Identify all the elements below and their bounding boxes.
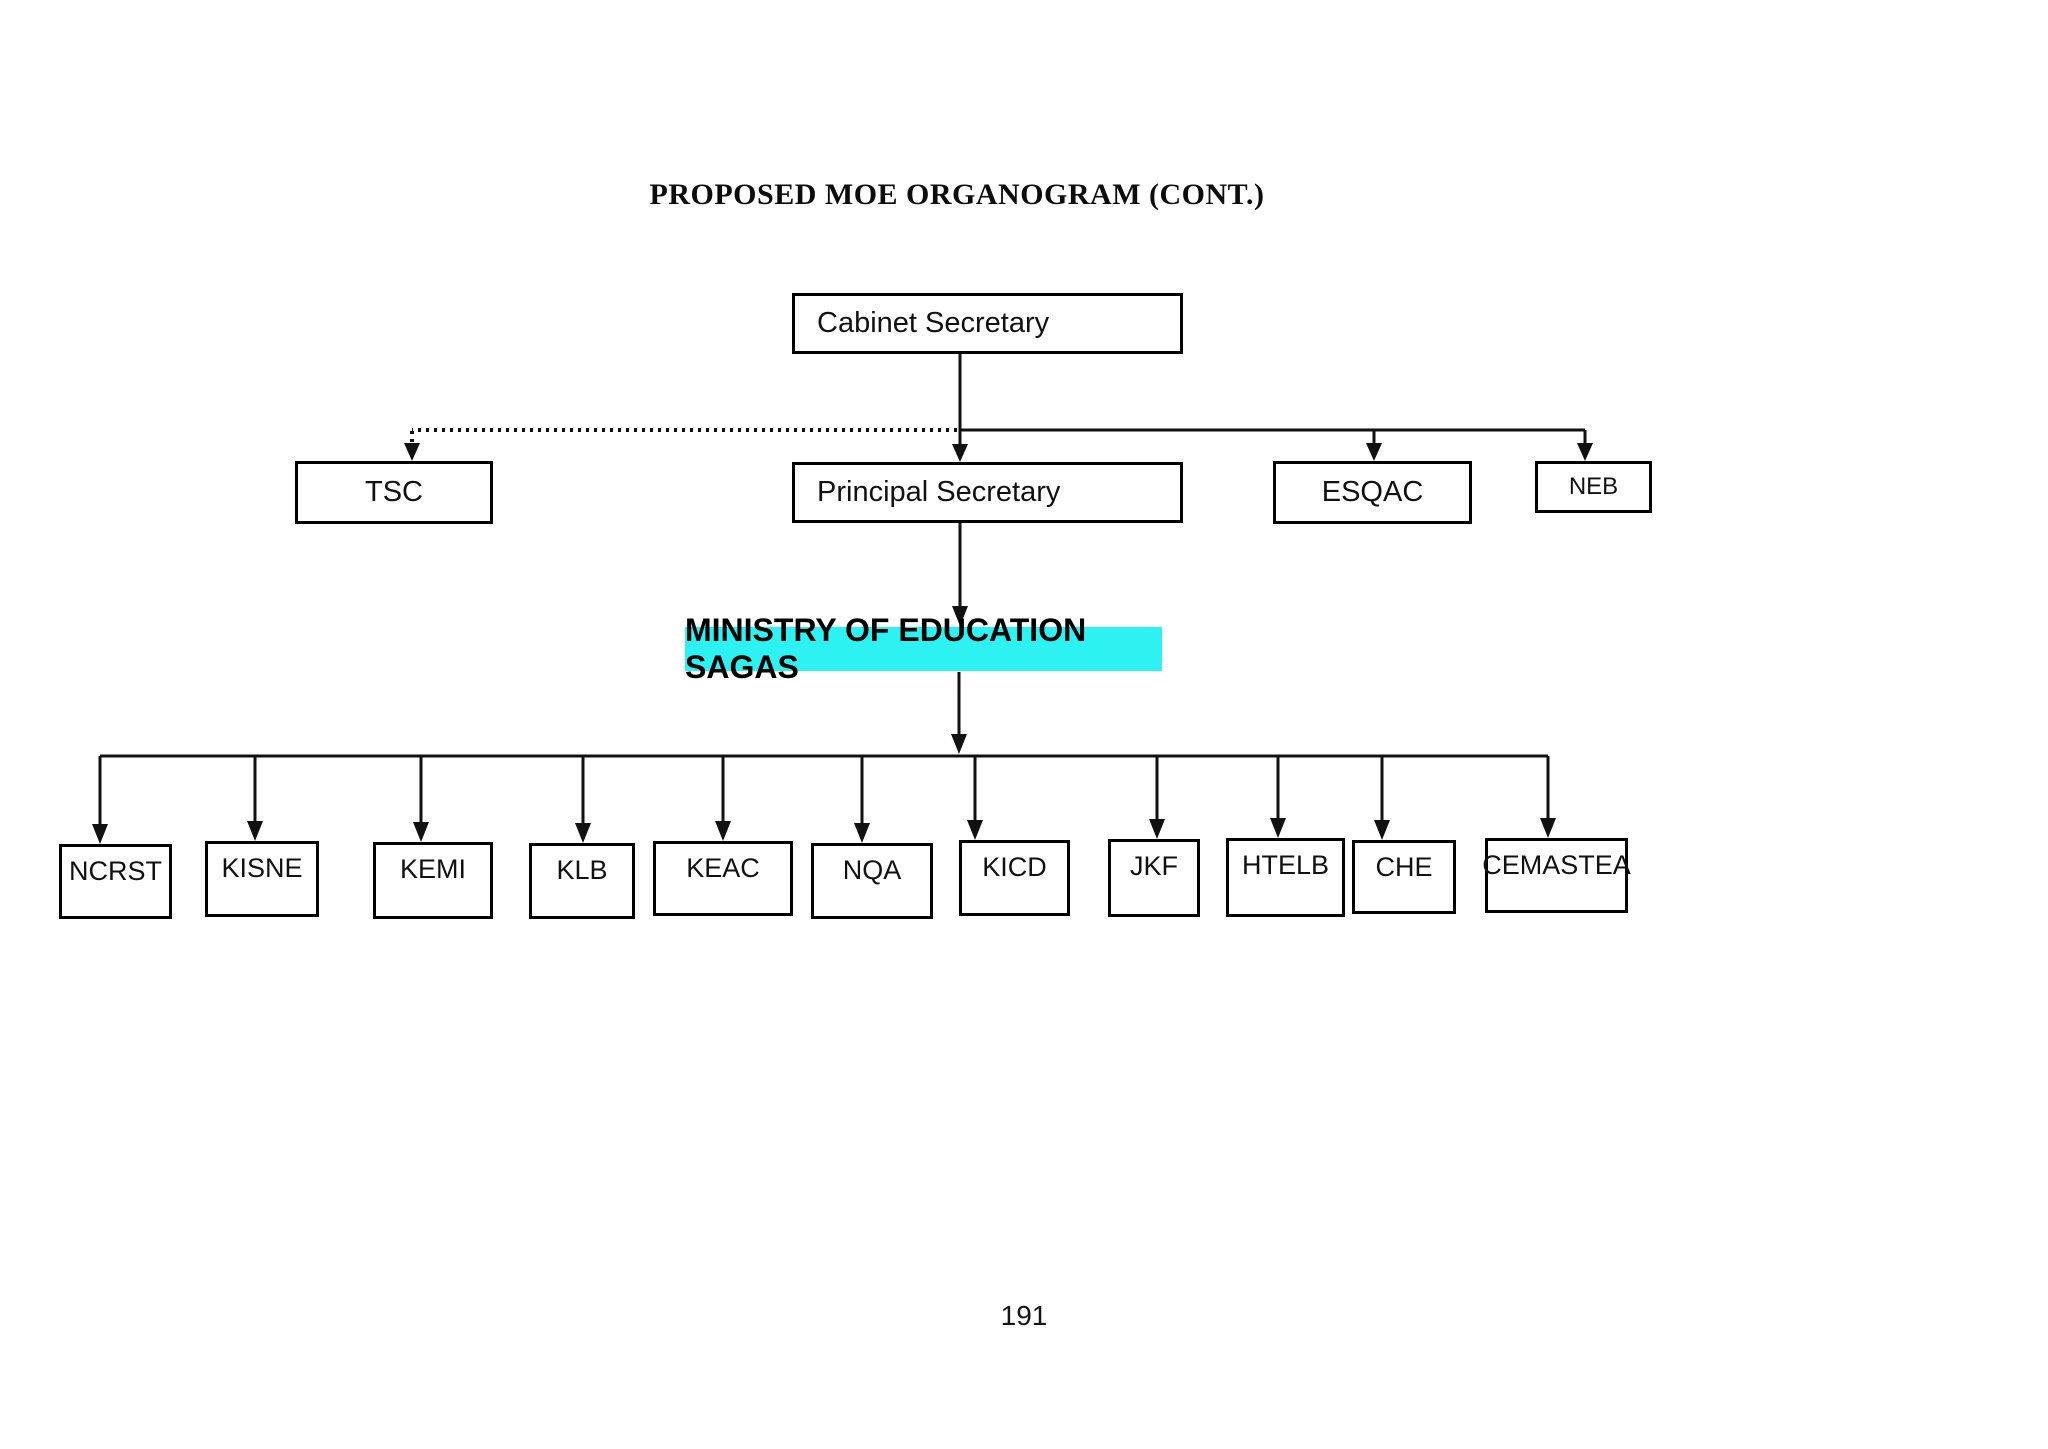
node-tsc: TSC xyxy=(295,461,493,524)
node-kicd: KICD xyxy=(959,840,1070,916)
dotted-connector-tsc xyxy=(410,428,957,446)
sagas-heading-label: MINISTRY OF EDUCATION SAGAS xyxy=(685,612,1087,685)
node-nqa: NQA xyxy=(811,843,933,919)
node-klb: KLB xyxy=(529,843,635,919)
node-kemi: KEMI xyxy=(373,842,493,919)
node-esqac: ESQAC xyxy=(1273,461,1472,524)
solid-connectors xyxy=(98,354,1587,826)
node-che-label: CHE xyxy=(1375,852,1433,882)
node-kemi-label: KEMI xyxy=(399,854,466,884)
node-kisne-label: KISNE xyxy=(221,853,303,883)
node-kicd-label: KICD xyxy=(982,852,1047,882)
node-kisne: KISNE xyxy=(205,841,319,917)
node-htelb: HTELB xyxy=(1226,838,1345,917)
node-keac-label: KEAC xyxy=(686,853,760,883)
node-neb-label: NEB xyxy=(1568,473,1619,500)
arrowheads xyxy=(92,443,1593,844)
node-neb: NEB xyxy=(1535,461,1652,513)
node-principal-secretary-label: Principal Secretary xyxy=(817,476,1061,508)
node-cabinet-secretary-label: Cabinet Secretary xyxy=(817,307,1050,339)
node-htelb-label: HTELB xyxy=(1241,850,1330,880)
node-ncrst-label: NCRST xyxy=(69,856,162,886)
node-klb-label: KLB xyxy=(556,855,608,885)
node-jkf: JKF xyxy=(1108,839,1200,917)
node-cabinet-secretary: Cabinet Secretary xyxy=(792,293,1183,354)
node-keac: KEAC xyxy=(653,841,793,916)
node-nqa-label: NQA xyxy=(842,855,902,885)
node-principal-secretary: Principal Secretary xyxy=(792,462,1183,523)
node-ncrst: NCRST xyxy=(59,844,172,919)
node-cemastea: CEMASTEA xyxy=(1482,838,1631,913)
page-number: 191 xyxy=(1000,1300,1048,1331)
sagas-heading: MINISTRY OF EDUCATION SAGAS xyxy=(685,612,1162,685)
node-che: CHE xyxy=(1352,840,1456,914)
page-title: PROPOSED MOE ORGANOGRAM (CONT.) xyxy=(649,178,1265,211)
node-jkf-label: JKF xyxy=(1129,851,1178,881)
node-esqac-label: ESQAC xyxy=(1321,476,1424,508)
node-cemastea-label: CEMASTEA xyxy=(1482,850,1631,880)
node-tsc-label: TSC xyxy=(365,476,423,508)
